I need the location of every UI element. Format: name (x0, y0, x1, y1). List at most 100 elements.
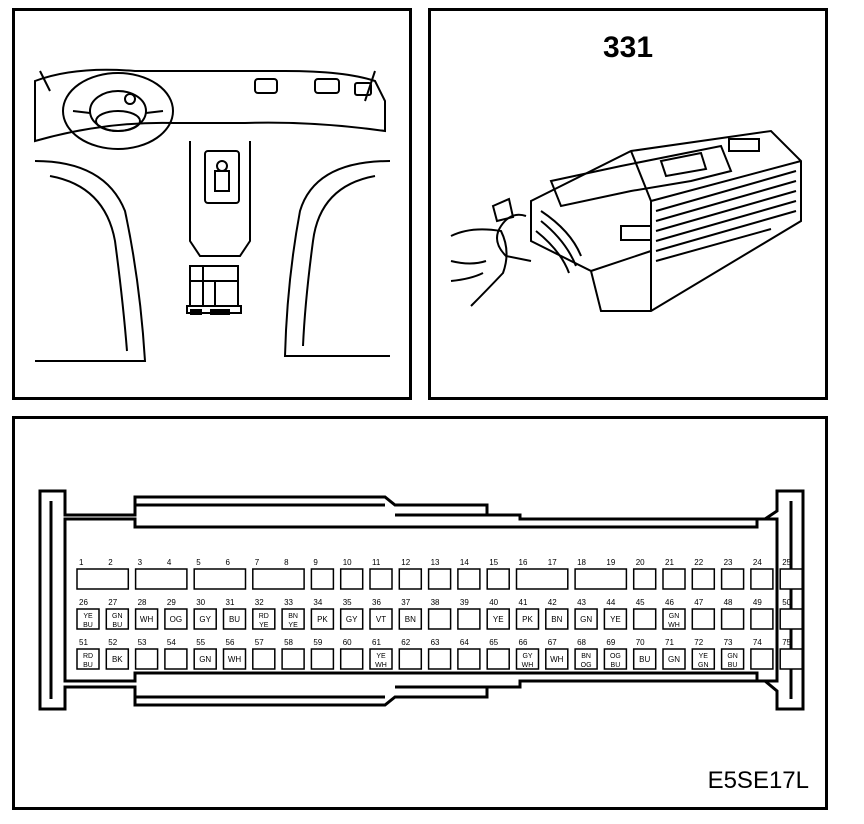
pin-cavity-48 (720, 608, 745, 630)
wire-color-51-b: BU (83, 662, 93, 669)
pin-number-44: 44 (606, 598, 615, 607)
wire-color-69-b: BU (611, 662, 621, 669)
pin-number-42: 42 (548, 598, 557, 607)
pin-number-16: 16 (519, 558, 528, 567)
pin-cavity-54 (164, 648, 188, 670)
pin-cavity-27 (105, 608, 130, 630)
pin-number-34: 34 (313, 598, 322, 607)
pin-number-48: 48 (724, 598, 733, 607)
pin-cavity-55 (193, 648, 217, 670)
pin-number-43: 43 (577, 598, 586, 607)
wire-color-37: BN (405, 615, 416, 624)
pin-number-68: 68 (577, 638, 586, 647)
pin-number-26: 26 (79, 598, 88, 607)
pin-cavity-37 (398, 608, 423, 630)
pin-number-25: 25 (782, 558, 791, 567)
wire-color-55: GN (199, 655, 211, 664)
pin-number-38: 38 (431, 598, 440, 607)
pin-cavity-20 (632, 568, 657, 590)
wire-color-72-b: GN (698, 662, 709, 669)
pin-cavity-66 (515, 648, 540, 670)
pin-cavity-65 (486, 648, 510, 670)
pin-cavity-42 (545, 608, 569, 630)
pin-number-50: 50 (782, 598, 791, 607)
wire-color-30: GY (199, 615, 211, 624)
wire-color-40: YE (493, 615, 504, 624)
pin-cavity-1 (76, 568, 130, 590)
pin-number-14: 14 (460, 558, 469, 567)
pin-cavity-46 (662, 608, 686, 630)
pin-cavity-59 (310, 648, 335, 670)
pin-cavity-67 (545, 648, 569, 670)
pin-cavity-60 (339, 648, 364, 670)
pin-cavity-36 (369, 608, 393, 630)
wire-color-29: OG (170, 615, 182, 624)
wire-color-51-a: RD (83, 653, 93, 660)
pin-cavity-34 (310, 608, 335, 630)
wire-color-46-a: GN (669, 613, 680, 620)
pin-cavity-43 (574, 608, 598, 630)
pin-number-69: 69 (606, 638, 615, 647)
connector-illustration-panel: 331 (428, 8, 828, 400)
pin-cavity-52 (105, 648, 130, 670)
pin-cavity-69 (603, 648, 628, 670)
wire-color-70: BU (639, 655, 650, 664)
pin-number-30: 30 (196, 598, 205, 607)
wire-color-44: YE (610, 615, 621, 624)
pin-number-21: 21 (665, 558, 674, 567)
pin-cavity-26 (76, 608, 100, 630)
pin-number-29: 29 (167, 598, 176, 607)
pin-cavity-32 (252, 608, 276, 630)
pin-cavity-61 (369, 648, 393, 670)
wire-color-43: GN (580, 615, 592, 624)
vehicle-interior-illustration (34, 68, 391, 362)
pin-number-74: 74 (753, 638, 762, 647)
pin-number-27: 27 (108, 598, 117, 607)
wire-color-26-b: BU (83, 622, 93, 629)
pin-cavity-13 (427, 568, 452, 590)
pin-cavity-16 (515, 568, 569, 590)
pin-number-5: 5 (196, 558, 201, 567)
wire-color-68-a: BN (581, 653, 591, 660)
pin-cavity-22 (691, 568, 716, 590)
pin-cavity-11 (369, 568, 393, 590)
pin-number-33: 33 (284, 598, 293, 607)
pin-cavity-31 (222, 608, 247, 630)
pin-cavity-71 (662, 648, 686, 670)
pin-number-18: 18 (577, 558, 586, 567)
wire-color-33-b: YE (288, 622, 298, 629)
pin-cavity-56 (222, 648, 247, 670)
pin-cavity-47 (691, 608, 716, 630)
pin-number-66: 66 (519, 638, 528, 647)
pin-cavity-62 (398, 648, 423, 670)
pin-number-59: 59 (313, 638, 322, 647)
pin-number-23: 23 (724, 558, 733, 567)
wire-color-71: GN (668, 655, 680, 664)
pin-cavity-51 (76, 648, 100, 670)
pin-cavity-75 (779, 648, 803, 670)
pin-cavity-28 (134, 608, 159, 630)
pin-number-19: 19 (606, 558, 615, 567)
pin-number-58: 58 (284, 638, 293, 647)
pin-cavity-12 (398, 568, 423, 590)
pin-number-47: 47 (694, 598, 703, 607)
pin-cavity-68 (574, 648, 598, 670)
pin-number-9: 9 (313, 558, 318, 567)
pin-number-3: 3 (138, 558, 143, 567)
pin-number-31: 31 (226, 598, 235, 607)
pin-number-51: 51 (79, 638, 88, 647)
pin-number-37: 37 (401, 598, 410, 607)
pin-cavity-29 (164, 608, 188, 630)
pin-cavity-41 (515, 608, 540, 630)
wire-color-46-b: WH (668, 622, 680, 629)
wire-color-26-a: YE (83, 613, 93, 620)
pin-number-8: 8 (284, 558, 289, 567)
pin-number-70: 70 (636, 638, 645, 647)
pin-cavity-38 (427, 608, 452, 630)
pin-cavity-14 (457, 568, 481, 590)
pin-number-57: 57 (255, 638, 264, 647)
pin-number-73: 73 (724, 638, 733, 647)
pin-cavity-18 (574, 568, 628, 590)
